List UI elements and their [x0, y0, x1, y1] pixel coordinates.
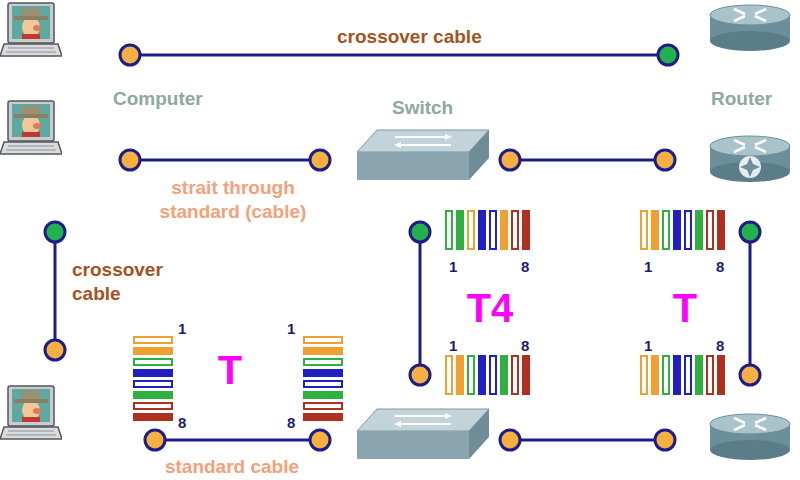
wire-colors [303, 336, 343, 421]
pin-number: 1 [449, 337, 457, 354]
wire-colors [640, 355, 725, 395]
cable-line [120, 54, 678, 57]
cable-caption: strait through standard (cable) [133, 176, 333, 224]
device-label: Computer [113, 88, 203, 110]
cable-connector [120, 55, 678, 56]
switch-node: Switch [355, 128, 491, 184]
standard-name: T [635, 286, 735, 330]
device-label: Switch [392, 97, 453, 119]
cable-label: crossover cable [337, 25, 482, 49]
device-label: Router [711, 88, 772, 110]
router-icon [710, 136, 790, 182]
router-icon [710, 5, 790, 51]
standard-name: T4 [440, 286, 540, 330]
cable-ends [45, 45, 760, 450]
laptop-icon [0, 386, 62, 439]
pin-number: 1 [178, 320, 186, 337]
laptop-icon [0, 3, 62, 56]
pin-number: 8 [521, 258, 529, 275]
wire-colors [445, 210, 530, 250]
router-node: Router [678, 25, 800, 85]
cable-lines [55, 160, 750, 440]
wire-colors [640, 210, 725, 250]
pin-number: 1 [449, 258, 457, 275]
router-star [739, 156, 761, 178]
pin-number: 8 [521, 337, 529, 354]
pin-number: 1 [644, 337, 652, 354]
switch-icon [357, 130, 489, 180]
pin-number: 8 [178, 414, 186, 431]
wire-colors [133, 336, 173, 421]
computer-node: Computer [0, 25, 120, 85]
wire-colors [445, 355, 530, 395]
pin-number: 1 [644, 258, 652, 275]
standard-name: T [180, 348, 280, 392]
switch-icon [357, 409, 489, 459]
pin-number: 1 [287, 320, 295, 337]
router-icon [710, 414, 790, 460]
pin-number: 8 [716, 337, 724, 354]
pin-number: 8 [287, 414, 295, 431]
cable-caption: crossover cable [72, 258, 182, 306]
cable-caption: standard cable [132, 455, 332, 479]
pin-number: 8 [716, 258, 724, 275]
laptop-icon [0, 101, 62, 154]
